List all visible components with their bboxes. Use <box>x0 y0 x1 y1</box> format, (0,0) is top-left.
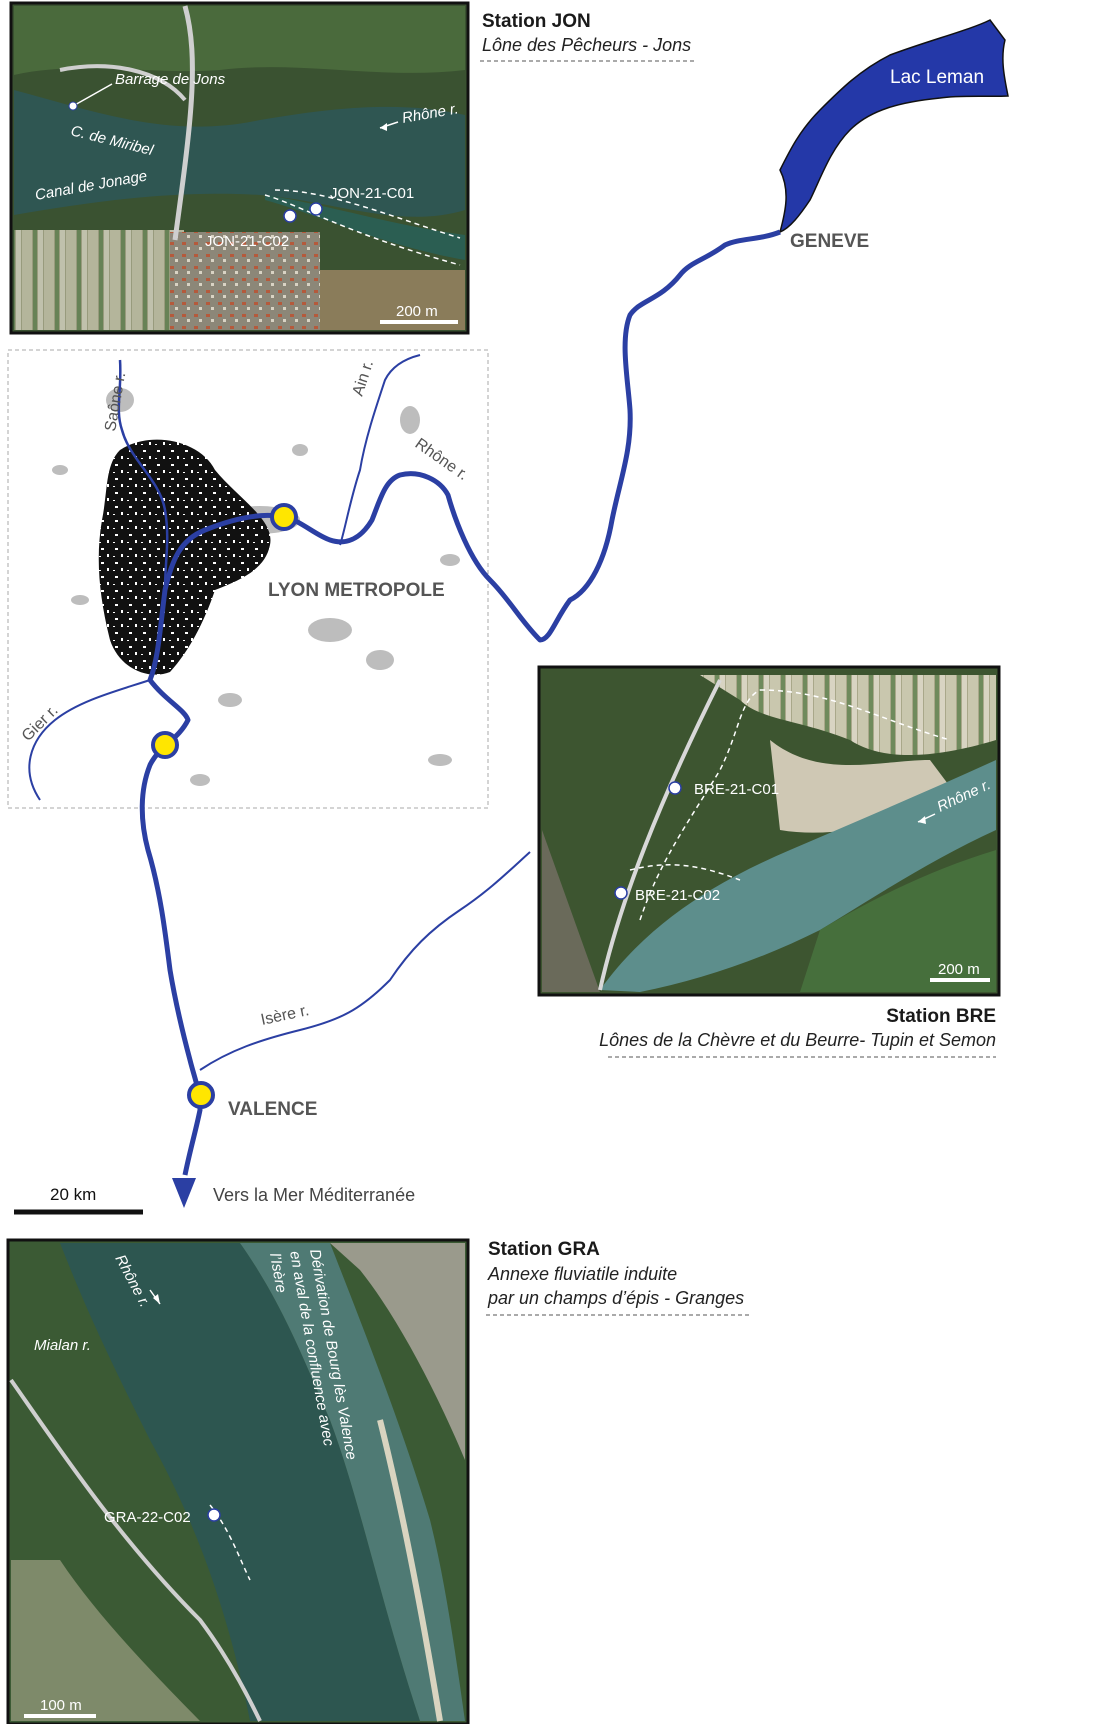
isere-river <box>199 851 531 1071</box>
subtitle-station-gra-1: Annexe fluviatile induite <box>487 1264 677 1284</box>
title-station-jon: Station JON <box>482 11 591 32</box>
subtitle-station-gra-2: par un champs d’épis - Granges <box>487 1288 744 1308</box>
ain-river <box>339 354 421 546</box>
label-lac-leman: Lac Leman <box>890 67 984 88</box>
scale-label-bre: 200 m <box>938 961 980 978</box>
core-marker-gra-c02 <box>207 1508 221 1522</box>
scale-label-gra: 100 m <box>40 1697 82 1714</box>
label-jon-c01: JON-21-C01 <box>330 185 414 202</box>
label-isere: Isère r. <box>259 1002 310 1029</box>
core-marker-jon-c02 <box>283 209 297 223</box>
subtitle-station-bre: Lônes de la Chèvre et du Beurre- Tupin e… <box>599 1030 996 1050</box>
title-station-gra: Station GRA <box>488 1239 600 1260</box>
label-jon-c02: JON-21-C02 <box>205 233 289 250</box>
label-bre-c02: BRE-21-C02 <box>635 887 720 904</box>
label-vers-mer: Vers la Mer Méditerranée <box>213 1185 415 1205</box>
label-derivation-3: l’Isère <box>266 1252 290 1294</box>
scale-label-map: 20 km <box>50 1185 96 1204</box>
label-barrage-jons: Barrage de Jons <box>115 71 226 88</box>
station-marker-gra <box>187 1081 215 1109</box>
photo-panel-gra: Rhône r. Mialan r. Dérivation de Bourg l… <box>6 1238 470 1724</box>
core-marker-bre-c01 <box>668 781 682 795</box>
photo-panel-jon: Barrage de Jons C. de Miribel Rhône r. C… <box>9 1 470 335</box>
label-geneve: GENEVE <box>790 231 869 252</box>
gier-river <box>28 679 151 801</box>
subtitle-station-jon: Lône des Pêcheurs - Jons <box>482 35 691 55</box>
station-marker-jon <box>270 503 298 531</box>
label-gier: Gier r. <box>19 702 62 745</box>
core-marker-bre-c02 <box>614 886 628 900</box>
label-ain: Ain r. <box>350 358 377 398</box>
lyon-urban-area <box>98 439 271 675</box>
core-marker-jon-c01 <box>309 202 323 216</box>
label-valence: VALENCE <box>228 1099 317 1120</box>
saone-river <box>117 359 169 591</box>
scale-label-jon: 200 m <box>396 303 438 320</box>
station-marker-bre <box>151 731 179 759</box>
rhone-outflow-arrow-icon <box>172 1178 196 1208</box>
label-mialan: Mialan r. <box>34 1337 91 1354</box>
label-gra-c02: GRA-22-C02 <box>104 1509 191 1526</box>
title-station-bre: Station BRE <box>886 1006 996 1027</box>
label-lyon-metropole: LYON METROPOLE <box>268 580 445 601</box>
rhone-river <box>139 229 781 1176</box>
lake-leman <box>778 19 1009 234</box>
photo-panel-bre: BRE-21-C01 BRE-21-C02 Rhône r. 200 m <box>537 665 1001 997</box>
label-bre-c01: BRE-21-C01 <box>694 781 779 798</box>
